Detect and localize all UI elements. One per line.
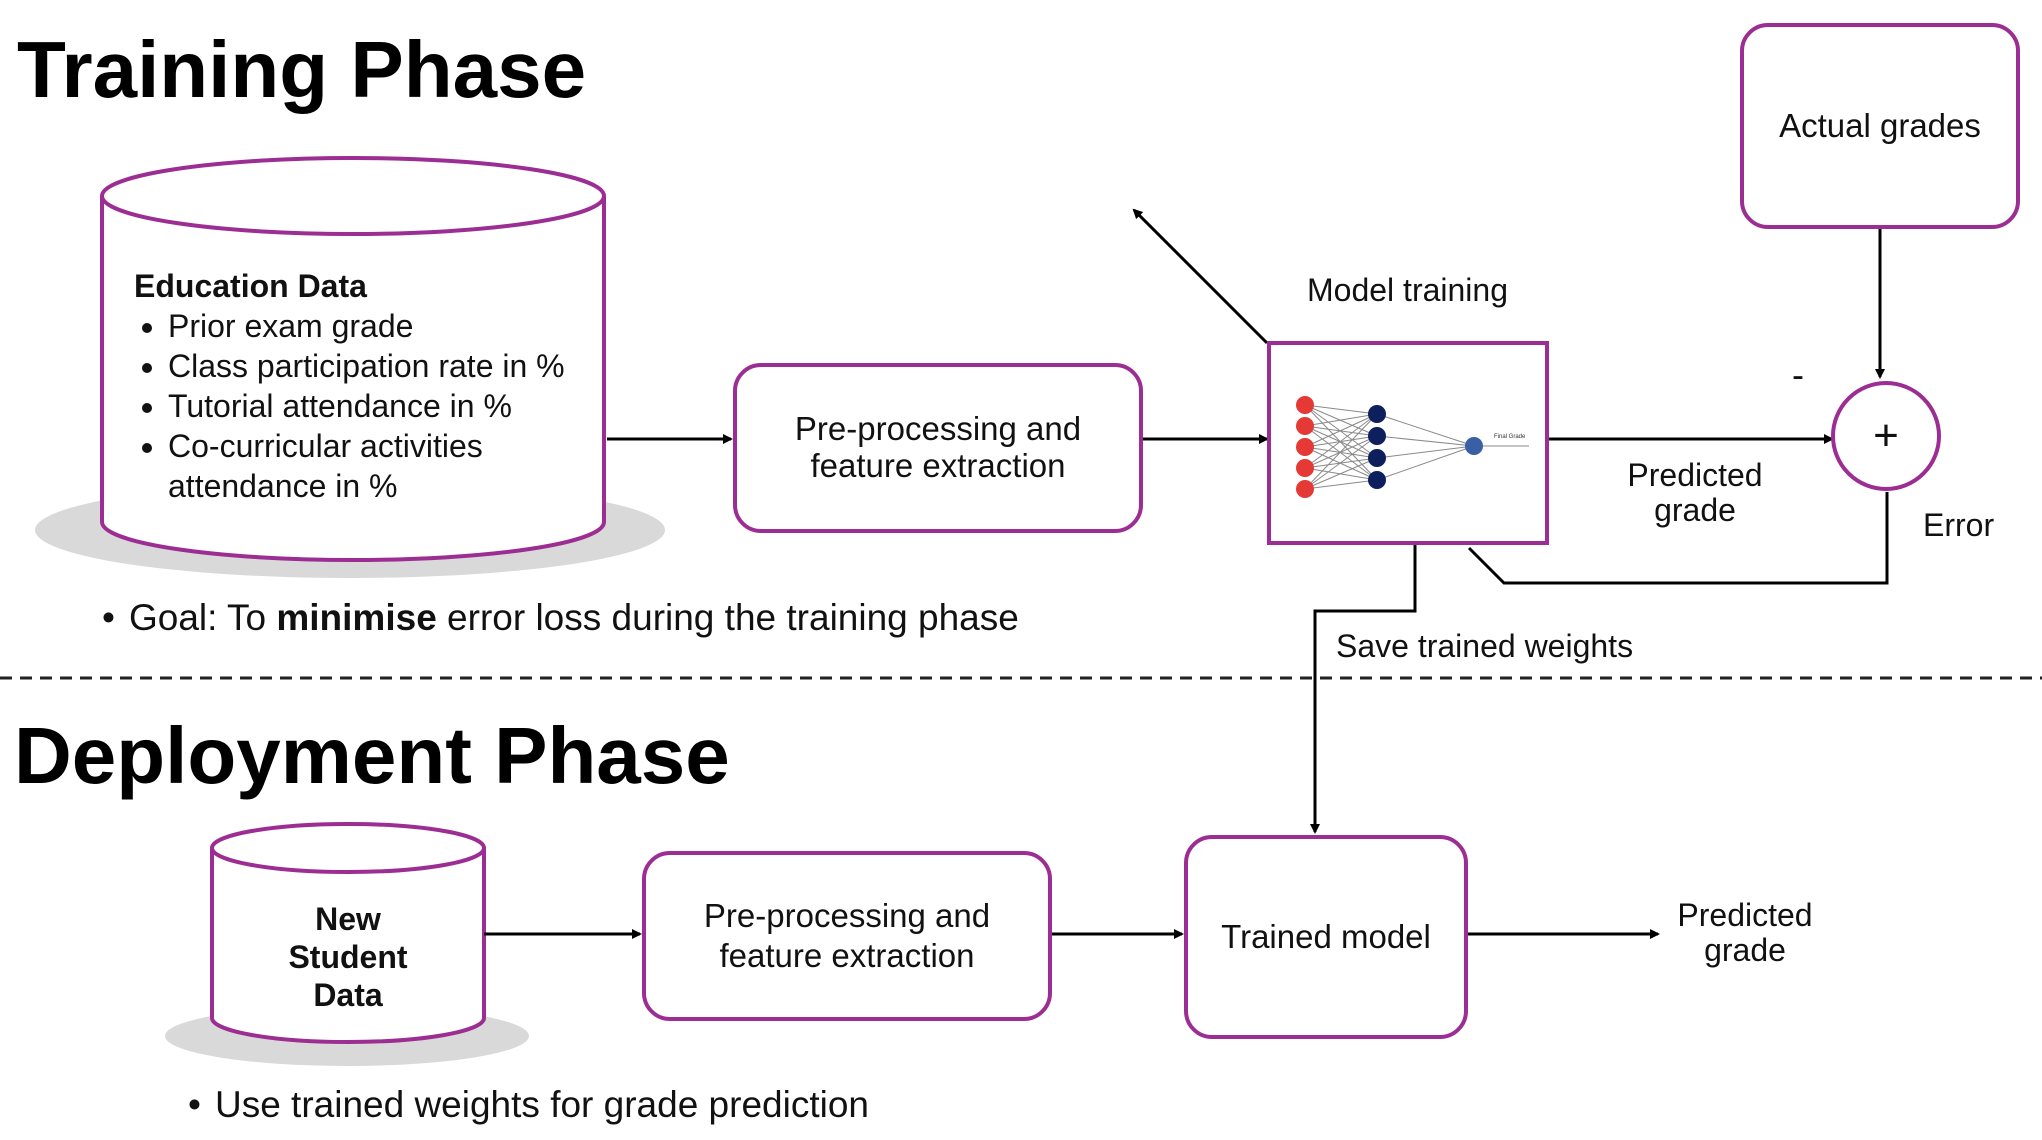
bullet-dot: •: [188, 1084, 201, 1125]
actual-grades-box: Actual grades: [1740, 23, 2020, 229]
trained-model-box: Trained model: [1184, 835, 1468, 1039]
goal-emphasis: minimise: [276, 597, 437, 638]
goal-prefix: Goal: To: [128, 597, 277, 638]
model-training-box: Final Grade: [1267, 341, 1549, 545]
education-data-list: Prior exam grade Class participation rat…: [134, 306, 604, 506]
deployment-preprocess-label: Pre-processing and feature extraction: [703, 897, 991, 974]
actual-grades-label: Actual grades: [1779, 106, 1981, 144]
nn-output-label: Final Grade: [1494, 434, 1526, 440]
deployment-note: • Use trained weights for grade predictio…: [188, 1084, 869, 1126]
save-weights-label: Save trained weights: [1336, 628, 1634, 664]
deployment-phase-title: Deployment Phase: [14, 711, 730, 800]
goal-suffix: error loss during the training phase: [436, 597, 1019, 638]
arrow-update-direction: [1132, 208, 1269, 345]
education-data-content: Education Data Prior exam grade Class pa…: [134, 266, 604, 506]
error-label: Error: [1923, 507, 1995, 543]
save-weights-line: [1310, 545, 1417, 834]
education-data-database-icon: [35, 156, 665, 578]
education-data-item: Co-curricular activities attendance in %: [168, 426, 528, 506]
education-data-item: Prior exam grade: [168, 306, 604, 346]
deployment-predicted-grade-label: Predicted grade: [1677, 897, 1813, 969]
sum-node: +: [1831, 381, 1941, 491]
goal-note: • Goal: To minimise error loss during the…: [102, 597, 1019, 639]
neural-network-icon: Final Grade: [1296, 396, 1529, 498]
new-student-data-label: New Student Data: [288, 901, 408, 1013]
training-predicted-grade-label: Predicted grade: [1627, 457, 1763, 529]
new-student-database-icon: [165, 822, 529, 1066]
plus-sign: +: [1873, 411, 1899, 460]
education-data-item: Class participation rate in %: [168, 346, 604, 386]
education-data-item: Tutorial attendance in %: [168, 386, 604, 426]
error-feedback-line: [1467, 492, 1889, 585]
minus-sign: -: [1792, 354, 1804, 395]
deployment-preprocess-box: Pre-processing and feature extraction: [642, 851, 1052, 1021]
education-data-heading: Education Data: [134, 268, 367, 304]
training-preprocess-label: Pre-processing and feature extraction: [794, 410, 1082, 484]
training-preprocess-box: Pre-processing and feature extraction: [733, 363, 1143, 533]
trained-model-label: Trained model: [1221, 917, 1431, 955]
bullet-dot: •: [102, 597, 115, 638]
model-training-label: Model training: [1307, 272, 1508, 308]
training-phase-title: Training Phase: [17, 25, 587, 114]
deployment-note-text: Use trained weights for grade prediction: [214, 1084, 869, 1125]
